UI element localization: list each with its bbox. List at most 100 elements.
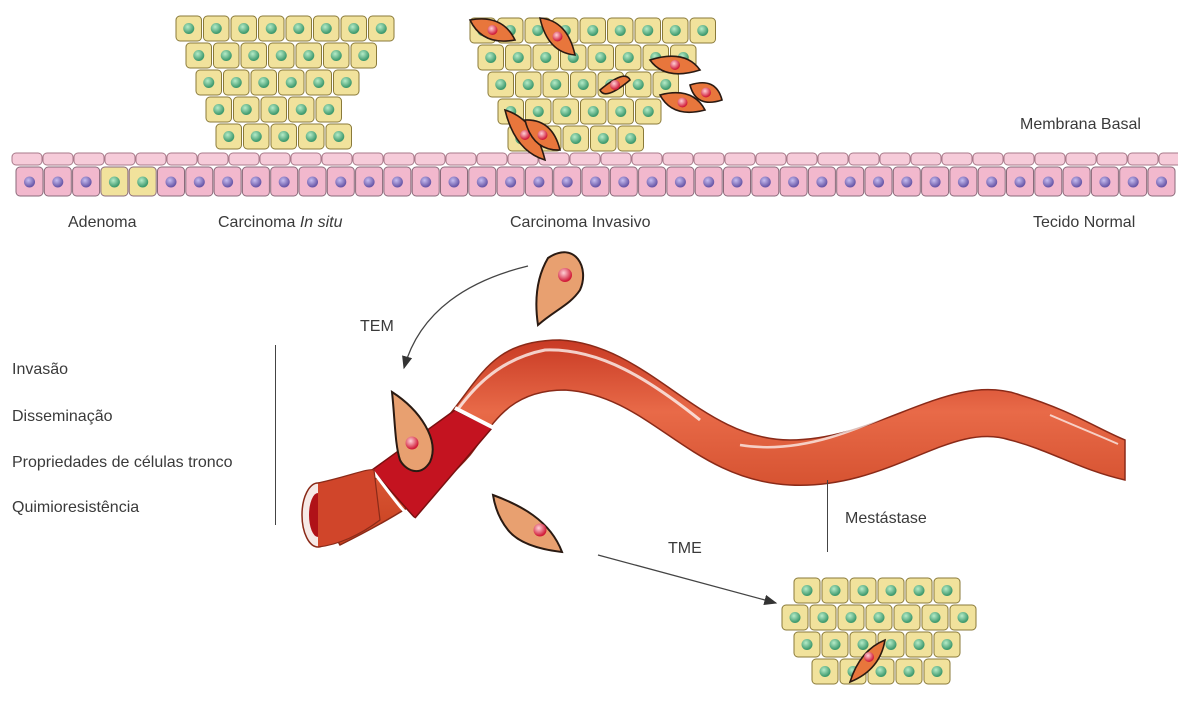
metastase-label: Mestástase bbox=[845, 510, 927, 528]
carcinoma-in-situ-label: Carcinoma In situ bbox=[218, 214, 343, 232]
tumor-cell bbox=[626, 72, 652, 97]
epithelial-cell bbox=[73, 167, 100, 196]
tumor-cell bbox=[906, 578, 932, 603]
extravasating-cell bbox=[493, 495, 562, 552]
epithelial-cell bbox=[808, 167, 835, 196]
tumor-cell bbox=[251, 70, 277, 95]
tumor-cell bbox=[563, 126, 589, 151]
epithelial-cell bbox=[865, 167, 892, 196]
epithelial-cell bbox=[384, 167, 411, 196]
epithelial-cell bbox=[893, 167, 920, 196]
epithelial-cell bbox=[299, 167, 326, 196]
tumor-cell bbox=[259, 16, 285, 41]
tumor-cell bbox=[488, 72, 514, 97]
epithelial-cell bbox=[356, 167, 383, 196]
tumor-cell bbox=[591, 126, 617, 151]
epithelial-cell bbox=[441, 167, 468, 196]
tumor-cell bbox=[822, 578, 848, 603]
tumor-cell bbox=[296, 43, 322, 68]
tumor-cell bbox=[244, 124, 270, 149]
epithelial-cell bbox=[327, 167, 354, 196]
in-situ-italic: In situ bbox=[300, 214, 343, 231]
epithelial-cell bbox=[922, 167, 949, 196]
tumor-cell bbox=[279, 70, 305, 95]
tumor-cell bbox=[289, 97, 315, 122]
epithelial-cell bbox=[724, 167, 751, 196]
tme-arrow bbox=[598, 555, 776, 603]
tumor-cell bbox=[581, 99, 607, 124]
metastase-divider bbox=[827, 480, 828, 552]
tumor-cell bbox=[271, 124, 297, 149]
tumor-cell bbox=[794, 578, 820, 603]
tumor-cell bbox=[812, 659, 838, 684]
epithelial-cell bbox=[412, 167, 439, 196]
tumor-cell bbox=[334, 70, 360, 95]
tumor-cell bbox=[571, 72, 597, 97]
epithelial-cell bbox=[1007, 167, 1034, 196]
tumor-cell bbox=[878, 578, 904, 603]
epithelial-cell bbox=[950, 167, 977, 196]
tumor-cell bbox=[588, 45, 614, 70]
epithelial-cell bbox=[1148, 167, 1175, 196]
property-celulas-tronco: Propriedades de células tronco bbox=[12, 454, 233, 472]
tumor-cell bbox=[782, 605, 808, 630]
metastasis-cell-cluster bbox=[782, 578, 976, 684]
tumor-cell bbox=[543, 72, 569, 97]
tumor-cell bbox=[324, 43, 350, 68]
tumor-cell bbox=[314, 16, 340, 41]
migrating-cell-top bbox=[536, 252, 583, 325]
tumor-cell bbox=[478, 45, 504, 70]
tumor-cell bbox=[866, 605, 892, 630]
epithelial-cell bbox=[469, 167, 496, 196]
tumor-cell bbox=[269, 43, 295, 68]
epithelial-cell bbox=[1120, 167, 1147, 196]
tumor-cell bbox=[516, 72, 542, 97]
epithelium-layer bbox=[12, 153, 1178, 196]
carcinoma-in-situ-text: Carcinoma bbox=[218, 214, 300, 231]
epithelial-cell bbox=[242, 167, 269, 196]
tumor-cell bbox=[316, 97, 342, 122]
epithelial-cell bbox=[214, 167, 241, 196]
tem-label: TEM bbox=[360, 318, 394, 336]
tumor-cell bbox=[261, 97, 287, 122]
epithelial-cell bbox=[695, 167, 722, 196]
tumor-cell bbox=[204, 16, 230, 41]
tumor-cell bbox=[299, 124, 325, 149]
epithelial-cell bbox=[1063, 167, 1090, 196]
tumor-cell bbox=[369, 16, 395, 41]
tumor-cell bbox=[580, 18, 606, 43]
tumor-cell bbox=[224, 70, 250, 95]
epithelial-cell bbox=[667, 167, 694, 196]
tumor-cell bbox=[553, 99, 579, 124]
tumor-cell bbox=[533, 45, 559, 70]
tumor-cell bbox=[231, 16, 257, 41]
tme-label: TME bbox=[668, 540, 702, 558]
epithelial-cell bbox=[582, 167, 609, 196]
epithelial-cell bbox=[1091, 167, 1118, 196]
tumor-cell bbox=[608, 18, 634, 43]
carcinoma-in-situ-mass bbox=[176, 16, 394, 149]
properties-divider bbox=[275, 345, 276, 525]
property-invasao: Invasão bbox=[12, 361, 68, 379]
tumor-cell bbox=[934, 578, 960, 603]
tumor-cell bbox=[894, 605, 920, 630]
epithelial-cell bbox=[610, 167, 637, 196]
tumor-cell bbox=[214, 43, 240, 68]
epithelial-cell bbox=[158, 167, 185, 196]
tumor-cell bbox=[241, 43, 267, 68]
tumor-cell bbox=[176, 16, 202, 41]
epithelial-cell bbox=[525, 167, 552, 196]
tumor-cell bbox=[506, 45, 532, 70]
tecido-normal-label: Tecido Normal bbox=[1033, 214, 1135, 232]
epithelial-cell bbox=[639, 167, 666, 196]
tumor-cell bbox=[196, 70, 222, 95]
tumor-cell bbox=[216, 124, 242, 149]
epithelial-cell bbox=[497, 167, 524, 196]
epithelial-cell bbox=[44, 167, 71, 196]
tumor-cell bbox=[351, 43, 377, 68]
epithelial-cell bbox=[16, 167, 43, 196]
carcinoma-invasivo-label: Carcinoma Invasivo bbox=[510, 214, 651, 232]
tumor-cell bbox=[206, 97, 232, 122]
tumor-cell bbox=[794, 632, 820, 657]
